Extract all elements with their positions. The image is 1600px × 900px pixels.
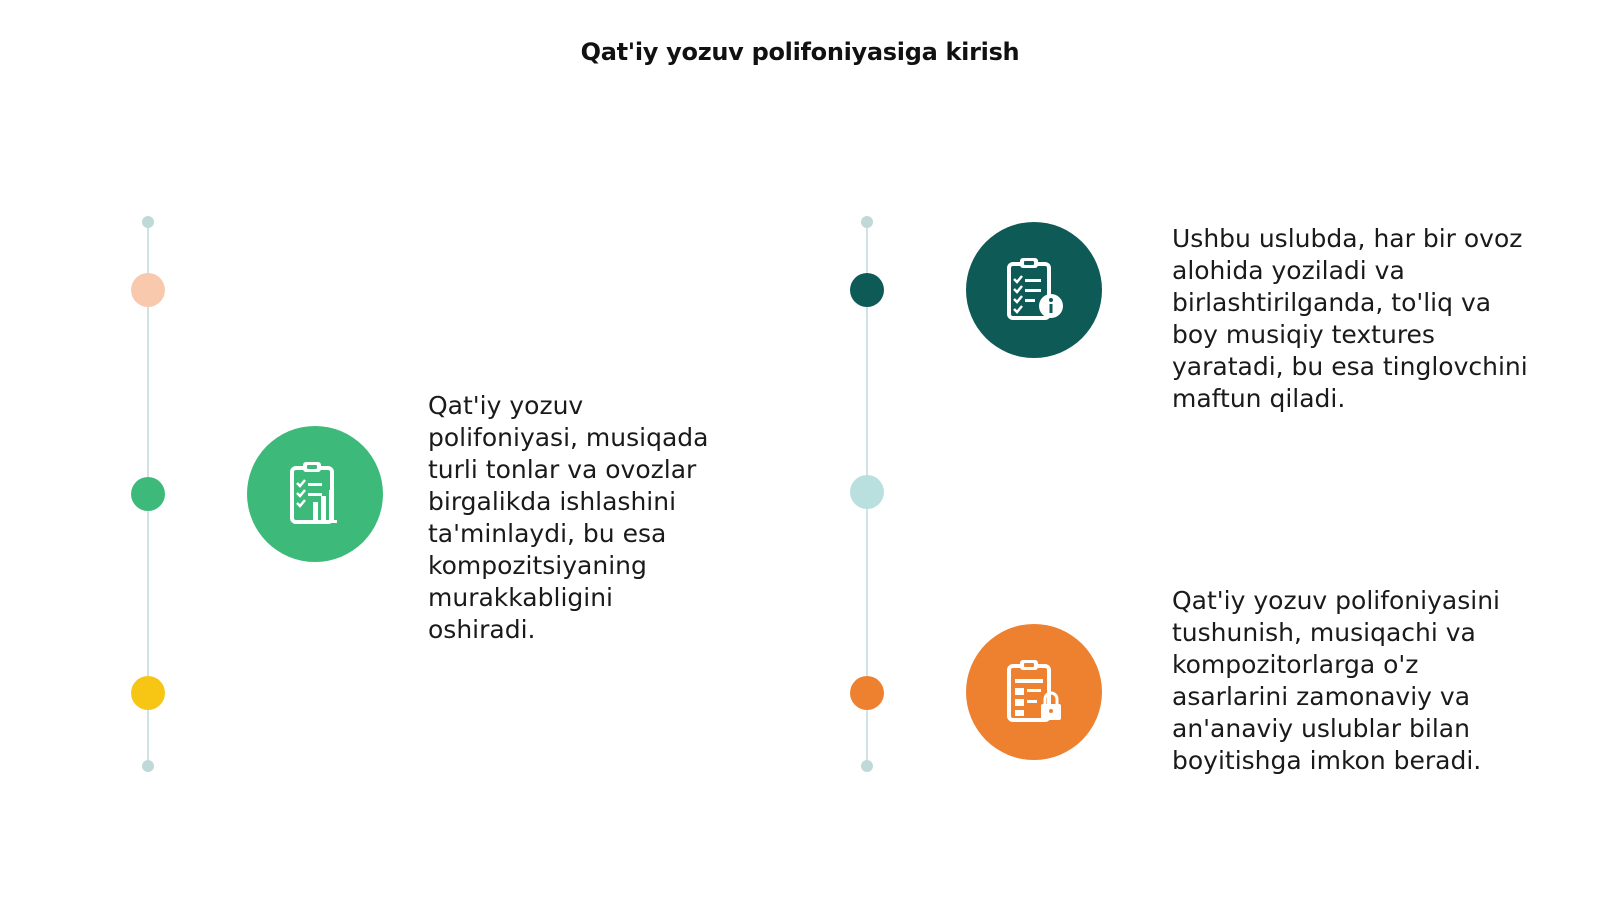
item-icon-circle [247,426,383,562]
timeline-node-light-teal [850,475,884,509]
item-icon-circle [966,624,1102,760]
clipboard-info-icon [1007,258,1063,320]
timeline-node-peach [131,273,165,307]
timeline-end-dot [861,760,873,772]
timeline-node-orange [850,676,884,710]
page-title: Qat'iy yozuv polifoniyasiga kirish [580,38,1020,66]
timeline-node-dark-teal [850,273,884,307]
item-icon-circle [966,222,1102,358]
timeline-end-dot [142,216,154,228]
timeline-end-dot [861,216,873,228]
timeline-node-yellow [131,676,165,710]
item-text: Qat'iy yozuv polifoniyasi, musiqada turl… [428,391,709,644]
item-text: Qat'iy yozuv polifoniyasini tushunish, m… [1172,586,1500,775]
timeline-end-dot [142,760,154,772]
clipboard-lock-icon [1007,660,1061,722]
item-text: Ushbu uslubda, har bir ovoz alohida yozi… [1172,224,1528,413]
timeline-node-green [131,477,165,511]
clipboard-chart-icon [290,462,337,524]
